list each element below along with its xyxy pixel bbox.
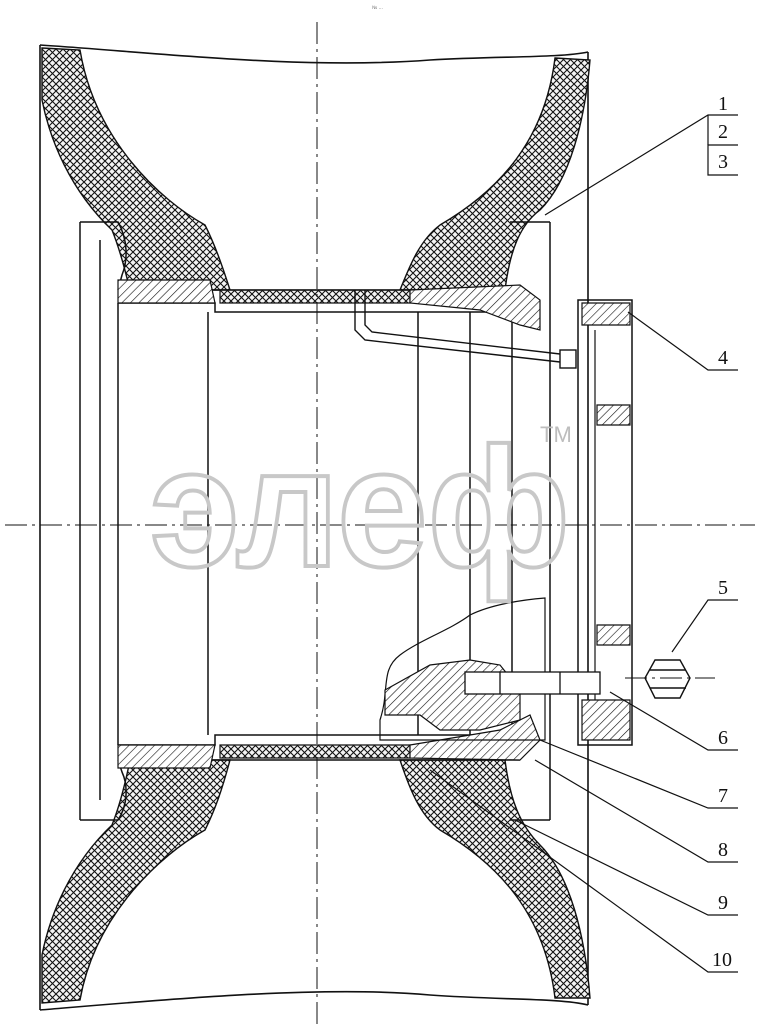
tube-bottom [219,744,411,759]
center-lines [5,22,755,1025]
tube-top [219,289,411,304]
rim-section-top [117,279,541,331]
callout-7: 7 [718,785,728,807]
callout-numbers: 1 2 3 4 5 6 7 8 9 10 [712,93,732,971]
watermark-logo: элеф TM [148,411,572,605]
callout-5: 5 [718,577,728,599]
header-text: № ... [372,5,383,11]
wheel-disc [577,299,633,746]
watermark-text: элеф [150,413,570,603]
tyre-outline [39,44,589,1011]
callout-1: 1 [718,93,728,115]
trademark-mark: TM [540,422,572,447]
tyre-section-bottom-left [41,759,231,1004]
valve-stem [354,290,577,369]
callout-4: 4 [718,347,728,369]
callout-8: 8 [718,839,728,861]
stud-bolt [464,671,601,695]
broken-out-section [379,597,546,741]
callout-3: 3 [718,151,728,173]
callout-leaders [429,114,738,973]
callout-6: 6 [718,727,728,749]
wheel-nut [644,659,691,699]
tyre-section-top-right [398,57,591,291]
callout-10: 10 [712,949,732,971]
callout-2: 2 [718,121,728,143]
tyre-section-top-left [41,47,231,291]
tyre-section-bottom-right [399,759,591,999]
callout-9: 9 [718,892,728,914]
